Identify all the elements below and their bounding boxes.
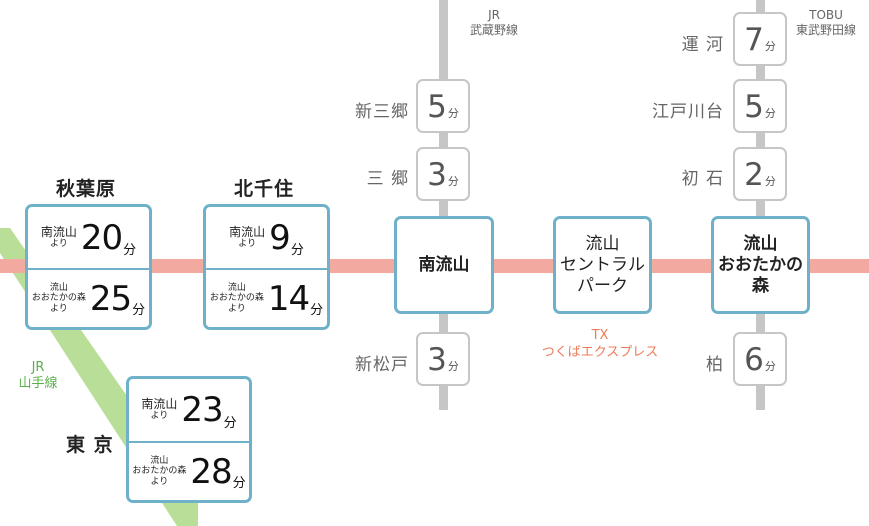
musashino-operator: JR [488,8,500,22]
minutes-value: 5 [744,89,764,125]
minutes-unit: 分 [132,303,146,318]
minutes-unit: 分 [764,360,776,373]
station-label-line1: 流山 [585,233,620,254]
minutes-value: 3 [427,342,447,378]
station-name: 柏 [706,355,724,375]
yamanote-name: 山手線 [18,376,58,391]
minutes-unit: 分 [123,243,137,258]
from-suffix: より [49,304,68,314]
jr-musashino-line [439,0,448,410]
yamanote-line-label: JR 山手線 [8,360,68,392]
minutes-value: 6 [744,342,764,378]
tx-line-label: TX つくばエクスプレス [528,327,672,361]
station-label-otaka: おおたかの森 [718,254,803,296]
minutes-value: 20 [80,217,123,258]
divider [28,268,149,270]
divider [129,441,249,443]
minutes-unit: 分 [310,303,324,318]
tx-name: つくばエクスプレス [541,345,659,360]
from-station: 南流山 [40,224,77,239]
destination-akihabara-name: 秋葉原 [56,178,117,200]
minutes-unit: 分 [290,243,304,258]
from-suffix: より [227,304,246,314]
station-name: 江戸川台 [652,102,724,122]
from-station: 南流山 [229,224,266,239]
station-label-line1: 流山 [743,233,778,254]
from-station-line1: 流山 [227,283,246,293]
minutes-value: 7 [744,22,764,58]
tx-code: TX [591,328,609,343]
from-station-line1: 流山 [49,283,68,293]
station-name: 新松戸 [355,355,409,375]
minutes-value: 14 [267,279,310,319]
minutes-unit: 分 [223,416,237,431]
from-station-line1: 流山 [150,456,169,466]
minutes-unit: 分 [447,360,459,373]
minutes-value: 23 [181,390,223,430]
destination-kitasenju-name: 北千住 [234,178,295,200]
tobu-line-label: TOBU 東武野田線 [796,8,856,38]
station-otakanomori: 流山 おおたかの森 [711,216,810,314]
from-station: 南流山 [141,397,178,411]
minutes-value: 5 [427,89,447,125]
minutes-unit: 分 [447,175,459,188]
from-suffix: より [238,238,257,249]
yamanote-operator: JR [31,360,45,375]
station-name: 運 河 [681,35,724,55]
from-station-line2: おおたかの森 [209,293,264,303]
minutes-unit: 分 [764,175,776,188]
minutes-value: 3 [427,157,447,193]
station-label-line2: おおたかの森 [714,255,807,297]
tobu-noda-line [756,0,765,410]
station-label-line3: パーク [577,275,628,296]
destination-tokyo-name: 東 京 [66,434,114,456]
station-label: 南流山 [418,254,470,275]
station-central-park: 流山 セントラル パーク [553,216,652,314]
musashino-name: 武蔵野線 [470,23,519,37]
from-suffix: より [49,238,68,249]
station-name: 三 郷 [366,169,409,189]
station-name: 新三郷 [355,102,409,122]
minutes-value: 25 [89,279,132,319]
minutes-unit: 分 [447,107,459,120]
tobu-operator: TOBU [809,8,843,22]
minutes-value: 9 [269,217,291,258]
from-suffix: より [150,411,169,421]
minutes-unit: 分 [764,107,776,120]
station-minami-nagareyama: 南流山 [394,216,494,314]
from-station-line2: おおたかの森 [31,293,86,303]
minutes-value: 2 [744,157,764,193]
musashino-line-label: JR 武蔵野線 [470,8,518,38]
station-label-line2: セントラル [560,254,645,275]
minutes-value: 28 [190,452,232,492]
minutes-unit: 分 [764,40,776,53]
minutes-unit: 分 [232,476,246,491]
from-suffix: より [150,477,169,487]
tobu-name: 東武野田線 [796,23,857,37]
divider [206,268,327,270]
station-name: 初 石 [681,169,724,189]
from-station-line2: おおたかの森 [132,466,187,476]
